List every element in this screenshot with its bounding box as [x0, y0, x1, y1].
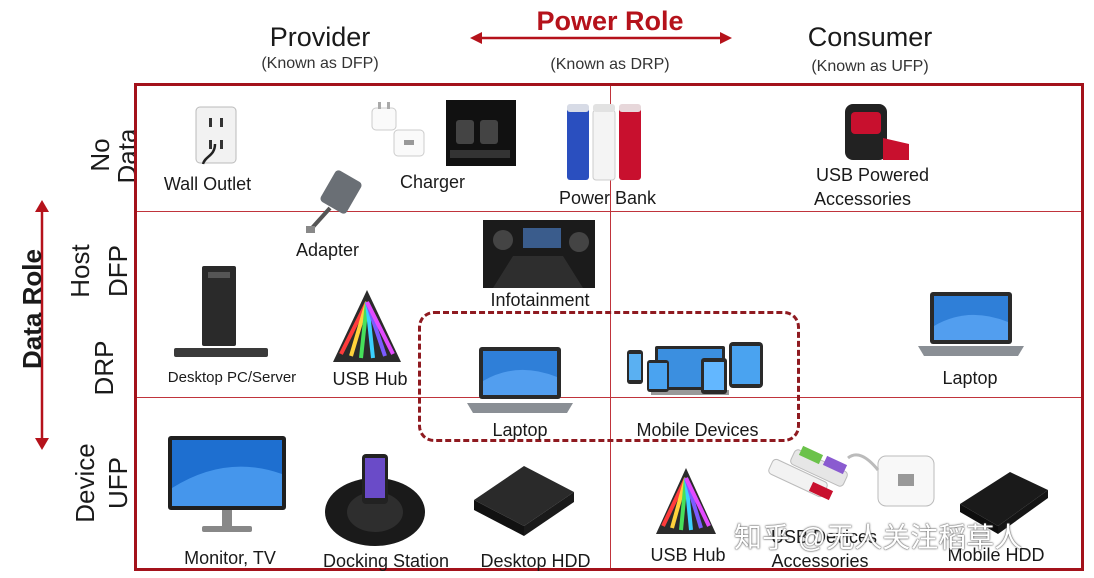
wall-outlet-label: Wall Outlet — [163, 174, 252, 194]
usb-devices-icon — [768, 445, 935, 507]
infotainment-icon — [483, 220, 595, 288]
watermark-text: 知乎 @无人关注稻草人 — [734, 522, 1023, 553]
monitor-tv-label: Monitor, TV — [184, 548, 276, 568]
usb-powered-accessories-label-2: Accessories — [813, 189, 912, 209]
row-label-no: No — [85, 138, 115, 172]
mobile-hdd-icon — [960, 472, 1048, 534]
wall-outlet-icon — [195, 106, 237, 165]
row-label-ufp: UFP — [103, 457, 133, 509]
laptop-icon — [467, 347, 573, 413]
docking-station-label: Docking Station — [322, 551, 450, 571]
desktop-pc-label: Desktop PC/Server — [167, 369, 297, 386]
grid-line-center — [610, 86, 611, 568]
adapter-label: Adapter — [295, 240, 360, 260]
usb-hub-icon — [333, 290, 401, 362]
row-label-drp: DRP — [89, 340, 119, 396]
power-bank-icon — [567, 104, 641, 181]
row-label-device: Device — [70, 443, 100, 523]
provider-subheading: (Known as DFP) — [261, 55, 379, 72]
consumer-heading: Consumer — [807, 22, 933, 52]
laptop-right-label: Laptop — [942, 368, 998, 388]
usb-powered-accessory-icon — [845, 104, 909, 160]
data-role-arrow — [35, 200, 49, 450]
docking-station-icon — [325, 454, 425, 546]
usb-devices-label-1: USB Devices — [770, 527, 878, 547]
grid-line-row2 — [137, 397, 1081, 398]
laptop-center-label: Laptop — [492, 420, 548, 440]
usb-hub-label: USB Hub — [332, 369, 408, 389]
power-role-title: Power Role — [536, 6, 684, 36]
provider-heading: Provider — [269, 22, 371, 52]
mobile-devices-label: Mobile Devices — [636, 420, 759, 440]
grid-line-row1 — [137, 211, 1081, 212]
power-role-arrow — [470, 32, 732, 44]
usb-devices-label-2: Accessories — [771, 551, 869, 571]
role-matrix-frame — [134, 83, 1084, 571]
desktop-hdd-icon — [474, 466, 574, 536]
mobile-devices-icon — [627, 342, 763, 395]
mobile-hdd-label: Mobile HDD — [947, 545, 1045, 565]
laptop-right-icon — [918, 292, 1024, 356]
power-bank-label: Power Bank — [558, 188, 657, 208]
usb-hub-bottom-label: USB Hub — [650, 545, 726, 565]
drp-subheading: (Known as DRP) — [550, 56, 670, 73]
charger-icon — [371, 100, 516, 166]
consumer-subheading: (Known as UFP) — [811, 58, 929, 75]
data-role-title: Data Role — [17, 249, 47, 369]
infotainment-label: Infotainment — [490, 290, 590, 310]
usb-powered-accessories-label-1: USB Powered — [815, 165, 930, 185]
usb-hub-bottom-icon — [656, 468, 716, 534]
row-label-host: Host — [65, 244, 95, 298]
charger-label: Charger — [399, 172, 466, 192]
row-label-dfp: DFP — [103, 245, 133, 297]
adapter-icon — [306, 170, 362, 233]
monitor-icon — [168, 436, 286, 532]
desktop-pc-icon — [174, 266, 268, 357]
drp-dashed-region — [418, 311, 800, 442]
desktop-hdd-label: Desktop HDD — [480, 551, 591, 571]
